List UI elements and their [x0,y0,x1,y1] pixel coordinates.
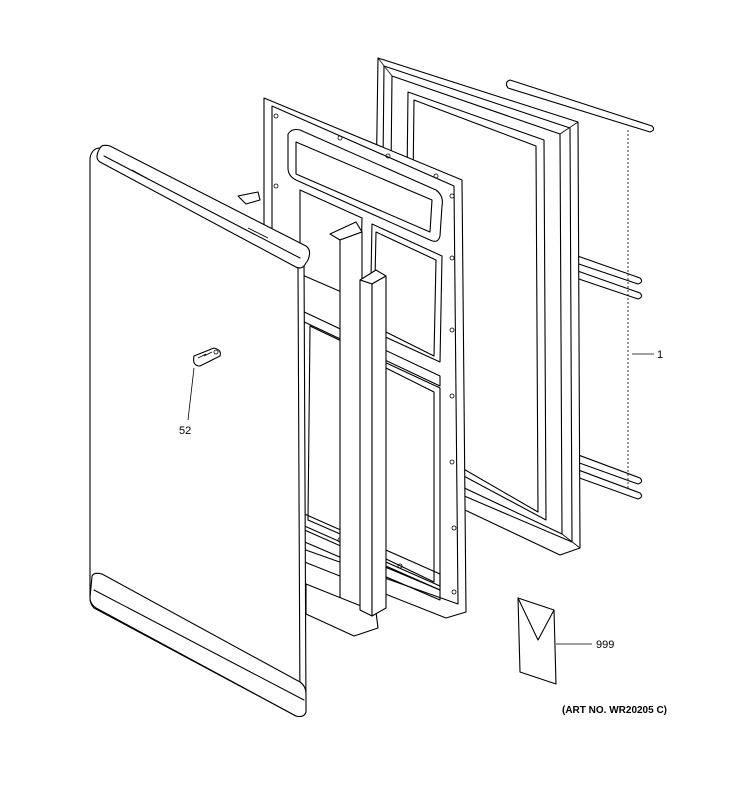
callout-52-label: 52 [179,425,191,437]
callout-1-label: 1 [657,349,663,361]
door-breaker-strips [237,191,387,637]
handle-part-icon [193,347,221,367]
outer-door [89,144,311,718]
literature-envelope [517,597,592,685]
callout-999-label: 999 [596,639,614,651]
art-number-label: (ART NO. WR20205 C) [562,705,667,716]
